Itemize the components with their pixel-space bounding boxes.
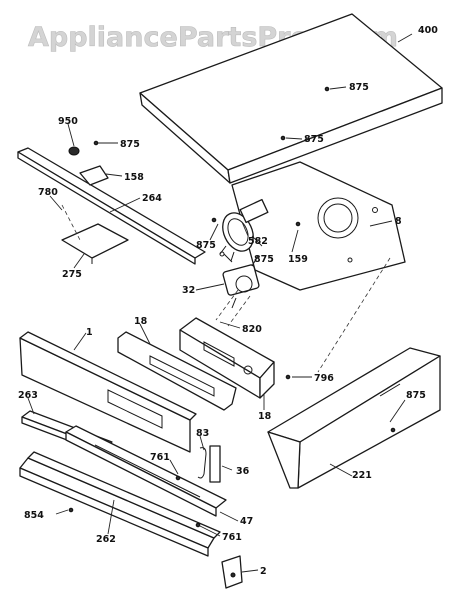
control-panel-front <box>19 331 197 453</box>
electronic-control-board <box>179 317 275 399</box>
callout-780: 780 <box>38 187 58 198</box>
vent-plate <box>61 223 129 264</box>
assembly-lines <box>61 204 391 373</box>
callout-820: 820 <box>242 324 262 335</box>
callout-875: 875 <box>196 240 216 251</box>
small-bracket <box>79 165 109 186</box>
grommet <box>68 146 80 156</box>
callout-264: 264 <box>142 193 162 204</box>
bottom-channel <box>19 451 221 557</box>
callout-83: 83 <box>196 428 209 439</box>
callout-158: 158 <box>124 172 144 183</box>
callout-47: 47 <box>240 516 253 527</box>
side-panel <box>267 347 441 489</box>
door-lock-motor <box>219 251 260 309</box>
callout-875: 875 <box>254 254 274 265</box>
callout-761: 761 <box>150 452 170 463</box>
leader-lines <box>27 33 413 573</box>
trim-strip <box>17 147 206 265</box>
callout-582: 582 <box>248 236 268 247</box>
callout-labels: 400 875 875 950 875 158 264 780 275 8 87… <box>18 25 438 577</box>
callout-875: 875 <box>304 134 324 145</box>
callout-18: 18 <box>258 411 272 422</box>
callout-2: 2 <box>260 566 267 577</box>
callout-18: 18 <box>134 316 148 327</box>
keypad-membrane <box>65 425 227 517</box>
callout-36: 36 <box>236 466 250 477</box>
callout-263: 263 <box>18 390 38 401</box>
callout-1: 1 <box>86 327 93 338</box>
side-trim <box>209 445 221 483</box>
callout-262: 262 <box>96 534 116 545</box>
retainer-clip <box>197 447 207 479</box>
thermostat-switch <box>219 198 269 262</box>
callout-275: 275 <box>62 269 82 280</box>
callout-875: 875 <box>349 82 369 93</box>
rear-bracket-plate <box>231 161 406 291</box>
end-cap <box>221 555 243 589</box>
callout-875: 875 <box>120 139 140 150</box>
callout-950: 950 <box>58 116 78 127</box>
callout-221: 221 <box>352 470 372 481</box>
callout-159: 159 <box>288 254 308 265</box>
callout-854: 854 <box>24 510 44 521</box>
callout-400: 400 <box>418 25 438 36</box>
callout-32: 32 <box>182 285 195 296</box>
callout-761: 761 <box>222 532 242 543</box>
callout-796: 796 <box>314 373 334 384</box>
top-cover-panel <box>139 13 443 184</box>
screws <box>68 86 396 528</box>
panel-overlay <box>117 331 237 411</box>
callout-8: 8 <box>395 216 402 227</box>
callout-875: 875 <box>406 390 426 401</box>
